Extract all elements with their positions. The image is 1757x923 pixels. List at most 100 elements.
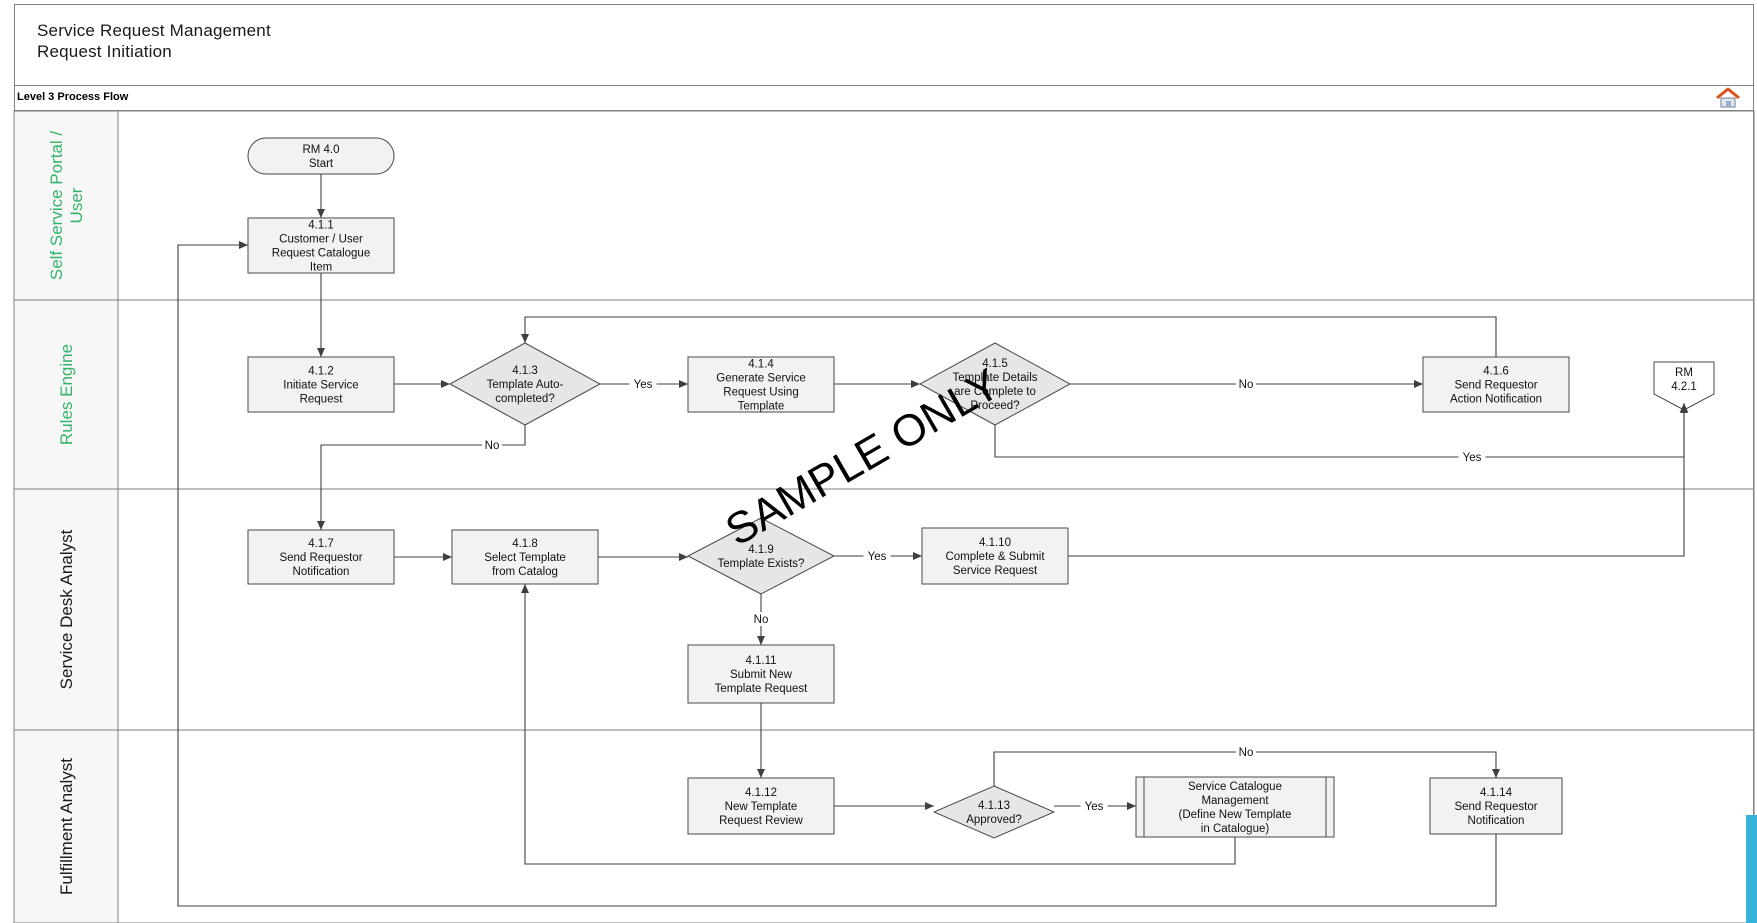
connector-label: No (1239, 379, 1254, 391)
connector-n419-n4110: Yes (834, 549, 922, 563)
node-label-n413: 4.1.3 (512, 365, 538, 377)
process-box (247, 217, 395, 274)
node-label-n414: Request Using (723, 387, 798, 399)
node-label-n4112: 4.1.12 (745, 787, 777, 799)
swimlane-sda: Service Desk Analyst (13, 488, 1755, 731)
node-rm421: RM 4.2.1 (1653, 361, 1715, 411)
process-box (1429, 777, 1563, 835)
connector-n4113-scm: Yes (1054, 799, 1136, 813)
connector-label: Yes (1085, 801, 1104, 813)
node-label-n413: Template Auto- (487, 379, 564, 391)
node-label-n4111: Template Request (715, 683, 808, 695)
process-box (1135, 776, 1335, 838)
decision-diamond (932, 785, 1056, 839)
node-label-rm421: RM (1675, 367, 1693, 379)
node-label-n414: Template (738, 401, 785, 413)
connector-label: Yes (868, 551, 887, 563)
node-label-n411: Customer / User (279, 234, 363, 246)
connector-n4113-n4114: No (993, 745, 1500, 786)
node-label-n415: 4.1.5 (982, 358, 1008, 370)
swimlane-label-portal: Self Service Portal /User (47, 131, 86, 281)
node-label-scm: Management (1201, 795, 1269, 807)
process-box (247, 356, 395, 413)
node-label-n412: 4.1.2 (308, 366, 334, 378)
home-icon[interactable] (1714, 87, 1742, 109)
node-label-n4114: 4.1.14 (1480, 787, 1513, 799)
node-label-n415: Proceed? (970, 400, 1019, 412)
node-label-n417: 4.1.7 (308, 538, 334, 550)
node-label-n411: 4.1.1 (308, 220, 334, 232)
node-label-n419: 4.1.9 (748, 544, 774, 556)
process-box (921, 527, 1069, 585)
node-label-n4112: Request Review (719, 815, 803, 827)
node-label-n419: Template Exists? (718, 558, 805, 570)
process-level-label: Level 3 Process Flow (17, 91, 129, 103)
node-label-n4111: Submit New (730, 669, 793, 681)
swimlane-fa: Fulfillment Analyst (13, 729, 1755, 923)
node-label-n415: Template Details (952, 372, 1037, 384)
node-label-n417: Notification (293, 566, 350, 578)
node-label-n417: Send Requestor (279, 552, 362, 564)
node-label-n4111: 4.1.11 (745, 655, 776, 667)
node-label-n418: 4.1.8 (512, 538, 538, 550)
connector-n415-rm421: Yes (994, 403, 1688, 464)
connector-n413-n417: No (317, 425, 526, 530)
swimlane-label-sda: Service Desk Analyst (57, 529, 76, 689)
process-box (451, 529, 599, 585)
node-label-n4110: Service Request (953, 565, 1038, 577)
node-label-n416: 4.1.6 (1483, 366, 1509, 378)
node-label-n411: Request Catalogue (272, 248, 370, 260)
process-box (687, 777, 835, 835)
connector-n4110-rm421 (1068, 404, 1688, 557)
edge-accent (1746, 815, 1757, 923)
process-box (247, 529, 395, 585)
node-label-scm: in Catalogue) (1201, 823, 1270, 835)
diagram-title: Service Request Management (37, 21, 271, 40)
connector-label: Yes (634, 379, 653, 391)
connector-n413-n414: Yes (600, 377, 688, 391)
node-label-n4113: Approved? (966, 814, 1022, 826)
connector-label: No (754, 614, 769, 626)
process-box (687, 356, 835, 413)
node-label-n418: from Catalog (492, 566, 558, 578)
node-label-n414: 4.1.4 (748, 359, 774, 371)
node-label-n416: Send Requestor (1454, 380, 1537, 392)
node-label-n4112: New Template (725, 801, 798, 813)
node-label-start: Start (309, 158, 334, 170)
node-label-scm: (Define New Template (1179, 809, 1292, 821)
node-label-n412: Initiate Service (283, 380, 358, 392)
connector-n416-n413 (521, 316, 1497, 357)
node-label-n416: Action Notification (1450, 394, 1542, 406)
diagram-subtitle: Request Initiation (37, 42, 172, 61)
connector-label: Yes (1463, 452, 1482, 464)
connector-scm-n418 (521, 584, 1236, 865)
node-label-start: RM 4.0 (302, 144, 339, 156)
node-label-n4110: Complete & Submit (945, 551, 1045, 563)
connector-n415-n416: No (1070, 377, 1423, 391)
node-label-n4114: Notification (1468, 815, 1525, 827)
connector-n4114-n411 (177, 241, 1497, 907)
node-label-n415: are Complete to (954, 386, 1036, 398)
node-label-n4110: 4.1.10 (979, 537, 1011, 549)
node-label-n414: Generate Service (716, 373, 806, 385)
connector-label: No (1239, 747, 1254, 759)
swimlane-label-rules: Rules Engine (57, 344, 76, 445)
node-label-n412: Request (300, 394, 344, 406)
node-label-rm421: 4.2.1 (1671, 381, 1697, 393)
node-label-scm: Service Catalogue (1188, 781, 1282, 793)
offpage-connector (1653, 361, 1715, 411)
